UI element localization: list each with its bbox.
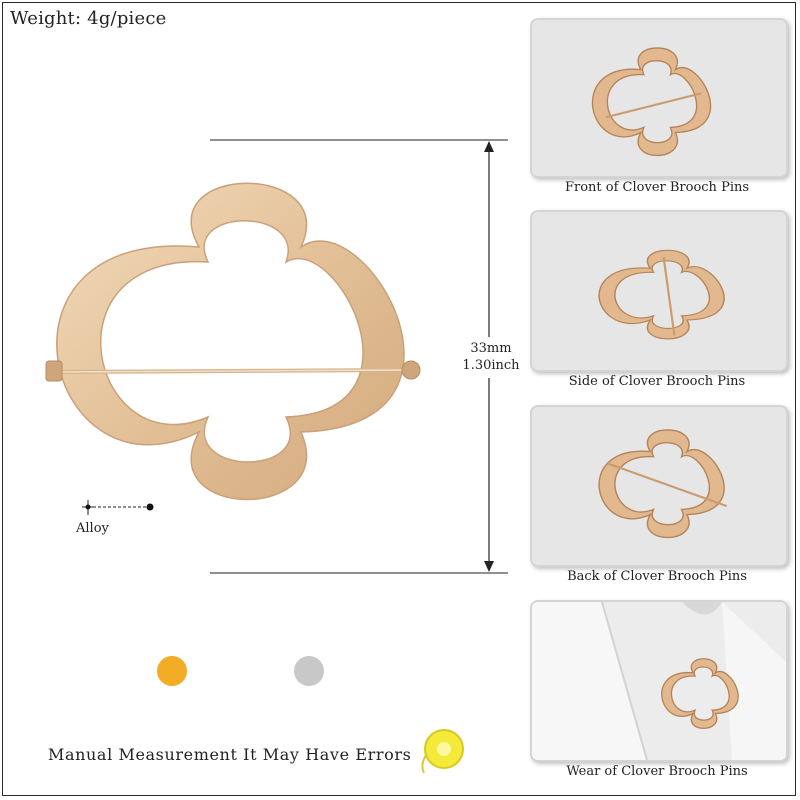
caption-wear: Wear of Clover Brooch Pins xyxy=(566,764,748,779)
clover-brooch xyxy=(45,182,421,501)
arrow-up-icon xyxy=(484,141,494,152)
weight-label: Weight: 4g/piece xyxy=(10,8,167,29)
pin-catch xyxy=(401,360,421,380)
side-view-photo xyxy=(530,210,788,372)
measurement-note: Manual Measurement It May Have Errors xyxy=(48,745,412,764)
caption-front: Front of Clover Brooch Pins xyxy=(564,180,750,195)
main-brooch-illustration xyxy=(45,139,508,574)
arrow-down-icon xyxy=(484,561,494,572)
pointer-dot-icon xyxy=(146,503,154,511)
dimension-mm: 33mm xyxy=(470,341,512,356)
caption-side: Side of Clover Brooch Pins xyxy=(568,374,746,389)
pin-hinge xyxy=(45,360,63,382)
dimension-label: 33mm 1.30inch xyxy=(458,340,524,374)
crosshair-icon xyxy=(85,504,91,510)
wear-view-photo xyxy=(530,600,788,762)
silver-swatch xyxy=(294,656,324,686)
gold-swatch xyxy=(157,656,187,686)
caption-back: Back of Clover Brooch Pins xyxy=(567,569,747,584)
material-label: Alloy xyxy=(76,521,109,536)
front-view-photo xyxy=(530,18,788,178)
dimension-inch: 1.30inch xyxy=(462,358,520,373)
back-view-photo xyxy=(530,405,788,567)
measuring-tape-icon xyxy=(421,729,464,774)
